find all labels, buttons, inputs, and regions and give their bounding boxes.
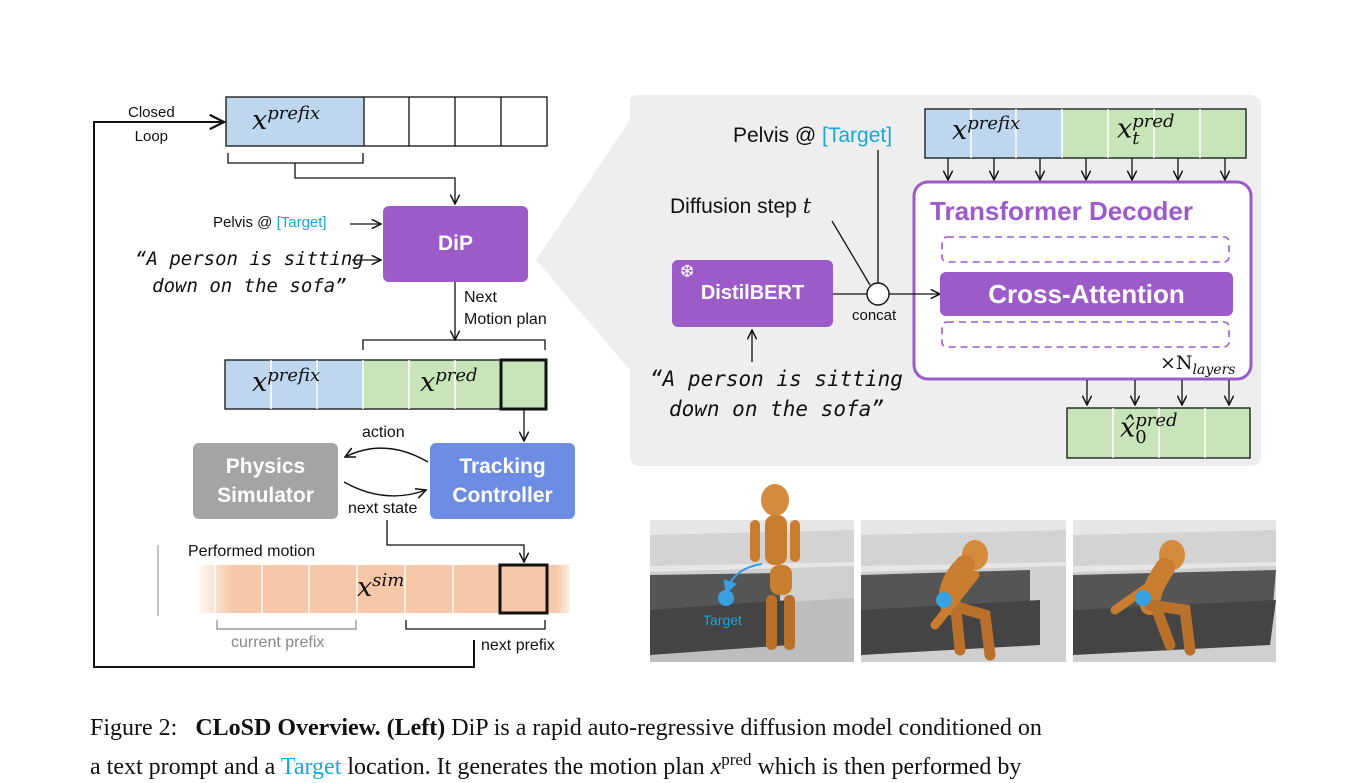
diagram-canvas [93, 95, 1276, 668]
next-prefix-label: next prefix [481, 637, 555, 654]
render-panel-2 [861, 520, 1066, 662]
pelvis-target-right: Pelvis @ [Target] [733, 124, 893, 147]
pred-token-mid: xpred [420, 365, 478, 398]
render-target-label: Target [703, 612, 742, 628]
next-state-label: next state [348, 500, 418, 517]
diffusion-step-label: Diffusion step t [670, 194, 812, 218]
distilbert-box: ❆ DistilBERT [672, 260, 833, 327]
plan-row [224, 358, 548, 411]
dip-box: DiP [383, 206, 528, 282]
prefix-token-right: xprefix [952, 113, 1021, 146]
pelvis-target-left: Pelvis @ [Target] [213, 214, 327, 231]
render-panel-3 [1073, 520, 1276, 662]
render-panel-1 [650, 484, 854, 662]
performed-motion-label: Performed motion [188, 543, 316, 560]
current-prefix-label: current prefix [231, 634, 325, 651]
n-layers-label: ×Nlayers [1160, 352, 1236, 378]
cross-attention-box: Cross-Attention [940, 272, 1233, 316]
prefix-token-top: xprefix [252, 103, 321, 136]
prefix-token-mid: xprefix [252, 365, 321, 398]
prefix-row-top [225, 96, 548, 147]
snowflake-icon: ❆ [680, 262, 695, 281]
output-row [1066, 407, 1251, 459]
figure-caption: Figure 2: CLoSD Overview. (Left) DiP is … [90, 715, 1042, 780]
concat-label: concat [852, 307, 897, 324]
transformer-decoder-title: Transformer Decoder [930, 196, 1193, 226]
sim-token: xsim [357, 570, 405, 603]
sim-row [157, 545, 570, 616]
action-label: action [362, 424, 405, 441]
closed-loop-line [93, 122, 475, 668]
